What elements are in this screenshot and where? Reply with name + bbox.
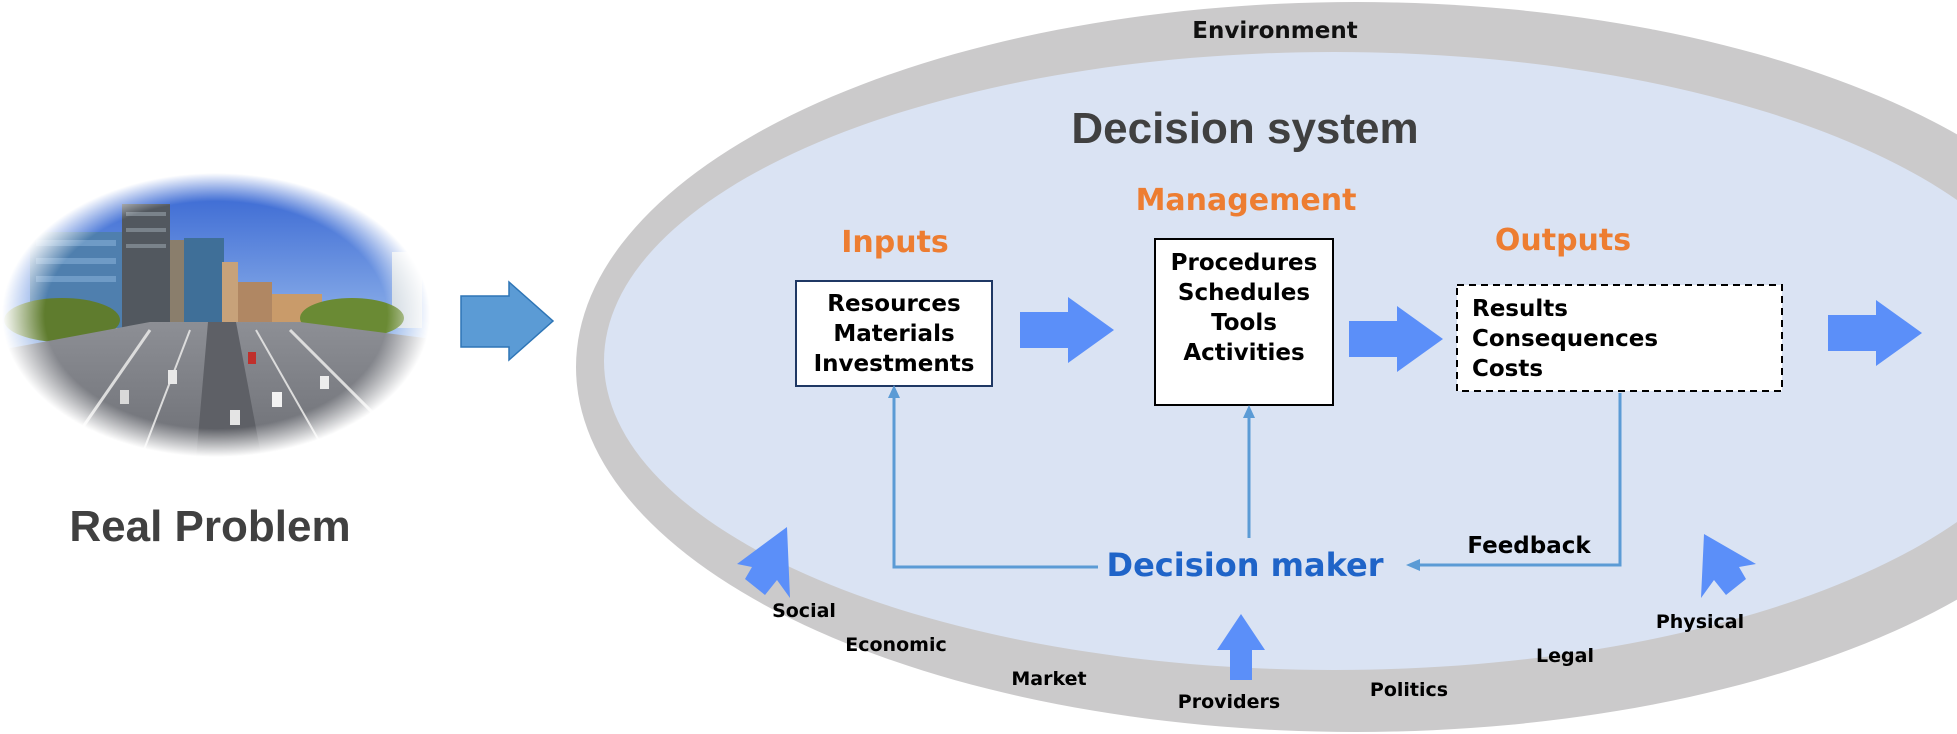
factor-social: Social xyxy=(772,600,836,622)
outputs-line: Consequences xyxy=(1472,326,1658,352)
real-problem-caption: Real Problem xyxy=(69,502,350,551)
decision-to-inputs-line xyxy=(892,398,1098,569)
factor-politics: Politics xyxy=(1370,679,1448,701)
city-photo xyxy=(0,170,440,462)
management-line: Tools xyxy=(1211,310,1277,336)
arrowhead-decision-maker xyxy=(1406,559,1420,571)
environment-title: Environment xyxy=(1192,18,1357,44)
outputs-heading: Outputs xyxy=(1495,223,1631,258)
inputs-line: Resources xyxy=(827,291,960,317)
inputs-heading: Inputs xyxy=(841,225,949,260)
feedback-loop xyxy=(892,393,1622,569)
factor-legal: Legal xyxy=(1536,645,1594,667)
environment-factors: Social Economic Market Providers Politic… xyxy=(772,600,1744,713)
management-line: Procedures xyxy=(1171,250,1318,276)
problem-to-system-arrow xyxy=(460,280,555,362)
management-to-outputs-arrow xyxy=(1349,306,1443,372)
inputs-line: Investments xyxy=(814,351,975,377)
influence-arrow-bottom xyxy=(1217,614,1265,680)
decision-system-title: Decision system xyxy=(1071,104,1418,153)
decision-maker-label: Decision maker xyxy=(1107,546,1384,584)
management-line: Activities xyxy=(1183,340,1304,366)
arrowhead-management xyxy=(1243,405,1255,418)
outputs-box: Results Consequences Costs xyxy=(1456,284,1783,392)
factor-providers: Providers xyxy=(1178,691,1280,713)
factor-economic: Economic xyxy=(845,634,946,656)
factor-market: Market xyxy=(1011,668,1086,690)
influence-arrow-left xyxy=(737,527,790,598)
outputs-feedback-line xyxy=(1420,393,1622,567)
arrowhead-inputs xyxy=(888,385,900,398)
influence-arrow-right xyxy=(1701,534,1756,598)
inputs-to-management-arrow xyxy=(1020,297,1114,363)
feedback-label: Feedback xyxy=(1467,533,1591,559)
management-box: Procedures Schedules Tools Activities xyxy=(1154,238,1334,406)
factor-physical: Physical xyxy=(1656,611,1744,633)
outputs-line: Costs xyxy=(1472,356,1543,382)
outputs-line: Results xyxy=(1472,296,1568,322)
inputs-box: Resources Materials Investments xyxy=(795,280,993,387)
inputs-line: Materials xyxy=(833,321,954,347)
management-heading: Management xyxy=(1136,183,1357,218)
system-exit-arrow xyxy=(1828,300,1922,366)
management-line: Schedules xyxy=(1178,280,1310,306)
